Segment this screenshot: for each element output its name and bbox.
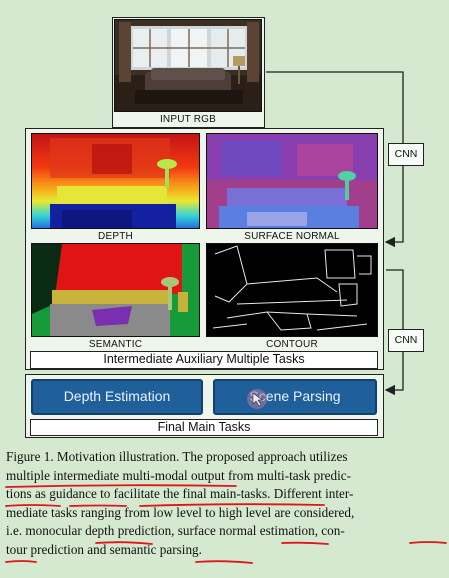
aux-tasks-panel: DEPTH SURFACE NORMAL SE <box>25 128 384 370</box>
figure-caption: Figure 1. Motivation illustration. The p… <box>6 448 442 560</box>
semantic-image <box>31 243 200 337</box>
caption-line-6: tour prediction and semantic parsing. <box>6 541 202 557</box>
cnn-box-1: CNN <box>388 143 424 166</box>
main-tasks-title: Final Main Tasks <box>30 419 378 436</box>
surface-normal-image <box>206 133 378 229</box>
caption-line-1: Figure 1. Motivation illustration. The p… <box>6 449 348 464</box>
caption-line-3: tions as guidance to facilitate the fina… <box>6 486 354 502</box>
contour-image <box>206 243 378 337</box>
contour-label: CONTOUR <box>266 339 318 350</box>
cursor-icon <box>247 389 267 409</box>
aux-tasks-title: Intermediate Auxiliary Multiple Tasks <box>30 351 378 369</box>
caption-line-4: mediate tasks ranging from low level to … <box>6 504 355 520</box>
scene-parsing-block: Scene Parsing <box>213 379 377 415</box>
depth-image <box>31 133 200 229</box>
depth-label: DEPTH <box>98 231 133 242</box>
input-rgb-image <box>114 19 262 112</box>
input-rgb-panel: INPUT RGB <box>112 17 265 128</box>
semantic-label: SEMANTIC <box>88 339 143 350</box>
depth-estimation-block: Depth Estimation <box>31 379 203 415</box>
caption-line-5: i.e. monocular depth prediction, surface… <box>6 523 345 539</box>
cnn-box-2: CNN <box>388 329 424 352</box>
main-tasks-panel: Depth Estimation Scene Parsing Final Mai… <box>25 374 384 438</box>
input-rgb-label: INPUT RGB <box>159 114 217 125</box>
surface-normal-label: SURFACE NORMAL <box>244 231 340 242</box>
caption-line-2: multiple intermediate multi-modal output… <box>6 467 351 483</box>
